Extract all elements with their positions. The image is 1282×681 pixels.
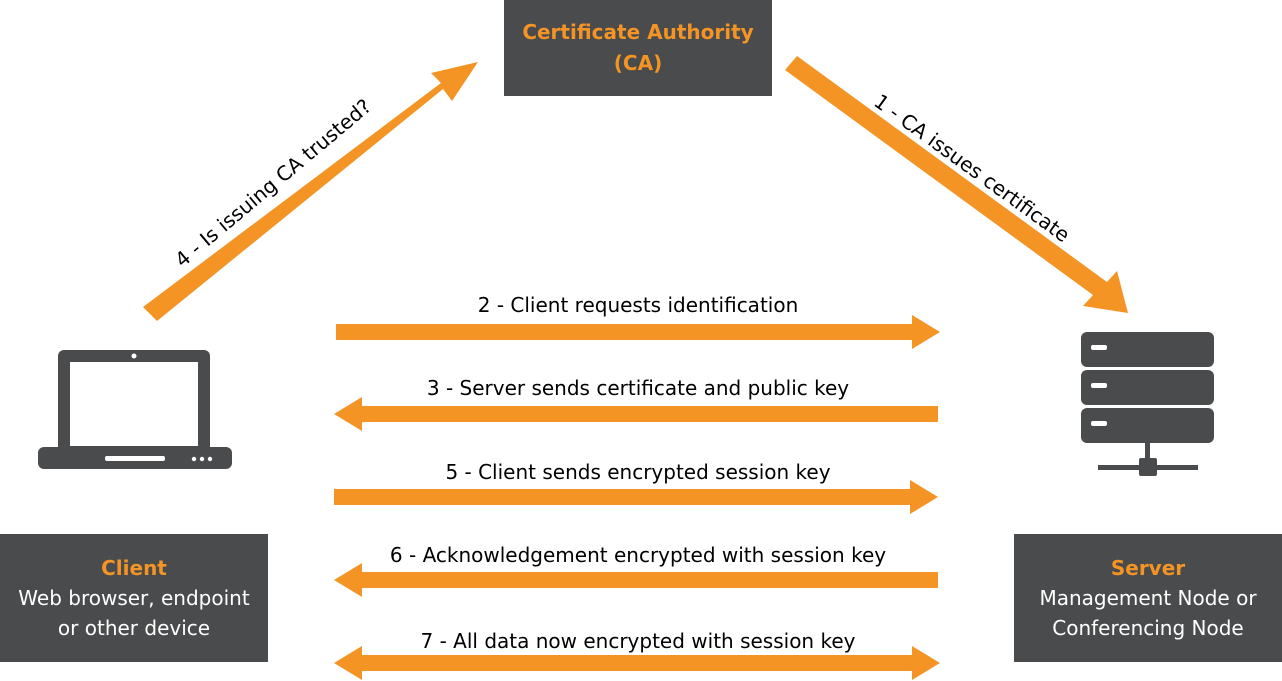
- step-2-label: 2 - Client requests identification: [477, 293, 799, 317]
- arrow-step-1: [785, 56, 1128, 313]
- laptop-icon: [38, 350, 232, 469]
- step-5-label: 5 - Client sends encrypted session key: [445, 460, 831, 484]
- ca-title-line2: (CA): [613, 51, 663, 75]
- client-box: Client Web browser, endpoint or other de…: [0, 534, 268, 662]
- server-desc-line1: Management Node or: [1039, 586, 1257, 610]
- server-title: Server: [1110, 556, 1186, 580]
- client-desc-line2: or other device: [57, 616, 211, 640]
- arrow-step-4: [143, 62, 478, 321]
- step-6-label: 6 - Acknowledgement encrypted with sessi…: [389, 543, 887, 567]
- ca-title-line1: Certificate Authority: [522, 20, 754, 44]
- ca-box: Certificate Authority (CA): [504, 0, 772, 96]
- arrow-step-6: [334, 563, 938, 597]
- step-3-label: 3 - Server sends certificate and public …: [426, 376, 850, 400]
- arrow-step-2: [336, 315, 940, 349]
- server-box: Server Management Node or Conferencing N…: [1014, 534, 1282, 662]
- server-icon: [1081, 332, 1214, 476]
- arrow-step-7: [334, 646, 940, 680]
- client-title: Client: [101, 556, 167, 580]
- arrow-step-3: [334, 397, 938, 431]
- arrow-step-5: [334, 480, 938, 514]
- server-desc-line2: Conferencing Node: [1052, 616, 1244, 640]
- client-desc-line1: Web browser, endpoint: [18, 586, 250, 610]
- step-7-label: 7 - All data now encrypted with session …: [420, 629, 856, 653]
